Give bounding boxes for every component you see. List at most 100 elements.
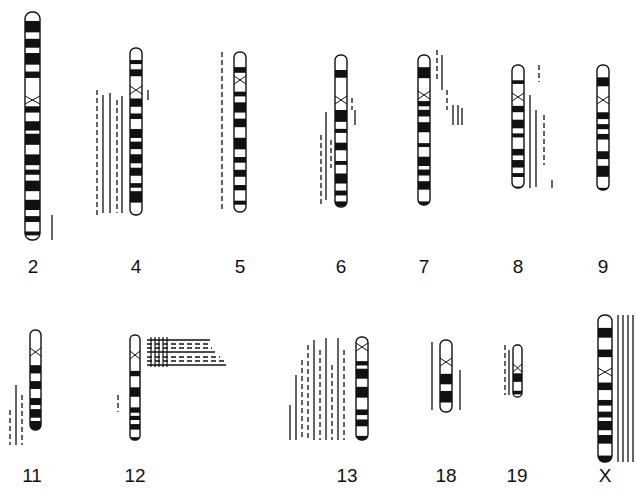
dark-band — [130, 129, 142, 138]
chromosome-number: 11 — [22, 466, 42, 485]
dark-band — [130, 69, 142, 76]
chromosome-body — [234, 52, 246, 212]
chromosome-body — [130, 335, 140, 440]
dark-band — [598, 328, 612, 338]
dark-band — [512, 80, 524, 84]
chromosome-outline — [25, 12, 40, 240]
dark-band — [25, 72, 40, 78]
dark-band — [356, 387, 368, 398]
chromosome-number: 6 — [336, 257, 347, 276]
dark-band — [234, 67, 246, 73]
chromosome-bands — [25, 21, 40, 235]
dark-band — [418, 110, 430, 117]
chromosome-outline — [234, 52, 246, 212]
dark-band — [30, 365, 41, 373]
dark-band — [598, 400, 612, 406]
dark-band — [234, 170, 246, 177]
chromosome-number: 19 — [506, 466, 527, 485]
region-line — [150, 337, 151, 367]
chromosome-bands — [597, 77, 609, 190]
dark-band — [418, 181, 430, 189]
dark-band — [234, 119, 246, 128]
region-line — [320, 135, 321, 205]
dark-band — [25, 39, 40, 48]
chromosome-number: 18 — [435, 466, 456, 485]
region-line — [117, 395, 118, 412]
dark-band — [512, 133, 524, 137]
region-line — [51, 215, 52, 240]
region-line — [313, 340, 314, 440]
dark-band — [598, 412, 612, 418]
chromosome-number: 2 — [28, 257, 39, 276]
dark-band — [418, 170, 430, 176]
dark-band — [234, 92, 246, 97]
chromosome-number: 4 — [131, 257, 142, 276]
centromere — [598, 368, 612, 376]
centromere — [130, 351, 140, 359]
region-line — [9, 410, 10, 445]
region-line — [535, 110, 536, 187]
centromere — [512, 93, 524, 101]
chromosome-bands — [418, 67, 430, 205]
chromosome-number: 8 — [513, 257, 524, 276]
chromosome-outline — [130, 335, 140, 440]
chromosome-outline — [440, 340, 452, 412]
chromosome-number: 12 — [124, 466, 145, 485]
chromosome-bands — [356, 361, 368, 440]
region-line — [162, 337, 163, 367]
dark-band — [418, 157, 430, 166]
dark-band — [130, 60, 142, 64]
dark-band — [25, 121, 40, 130]
centromere-mark — [512, 93, 524, 101]
region-line — [538, 65, 539, 82]
chromosome-body — [513, 345, 522, 397]
centromere-mark — [30, 348, 41, 356]
dark-band — [418, 67, 430, 78]
chromosome-bands — [512, 80, 524, 188]
chromosome-bands — [598, 328, 612, 462]
dark-band — [25, 106, 40, 112]
dark-band — [335, 161, 347, 165]
centromere — [234, 76, 246, 84]
dark-band — [234, 185, 246, 190]
region-line — [154, 337, 155, 367]
region-line — [307, 345, 308, 440]
dark-band — [512, 160, 524, 167]
chromosome-bands — [30, 365, 41, 430]
chromosome-bands — [440, 374, 452, 403]
centromere-mark — [440, 358, 452, 366]
dark-band — [130, 191, 142, 202]
chromosome-body — [512, 65, 524, 188]
dark-band — [597, 166, 609, 177]
dark-band — [130, 98, 142, 106]
centromere — [30, 348, 41, 356]
dark-band — [418, 101, 430, 106]
dark-band — [356, 361, 368, 365]
region-line — [617, 315, 618, 462]
centromere — [418, 91, 430, 99]
dark-band — [598, 435, 612, 444]
centromere-mark — [130, 86, 142, 94]
dark-band — [597, 112, 609, 119]
dark-band — [25, 53, 40, 65]
dark-band — [356, 409, 368, 415]
region-line — [102, 95, 103, 213]
chromosome-body — [418, 55, 430, 205]
region-line — [331, 365, 332, 440]
dark-band — [356, 369, 368, 379]
centromere-mark — [335, 96, 347, 104]
region-line — [15, 385, 16, 445]
region-line — [116, 100, 117, 213]
region-line — [325, 112, 326, 200]
chromosome-number: 5 — [235, 257, 246, 276]
region-line — [441, 55, 442, 90]
chromosome-body — [356, 337, 368, 440]
region-line — [446, 90, 447, 110]
dark-band — [234, 102, 246, 112]
centromere — [597, 96, 609, 104]
dark-band — [234, 138, 246, 150]
region-line — [431, 342, 432, 410]
chromosome-number: 9 — [598, 257, 609, 276]
centromere — [356, 343, 368, 351]
